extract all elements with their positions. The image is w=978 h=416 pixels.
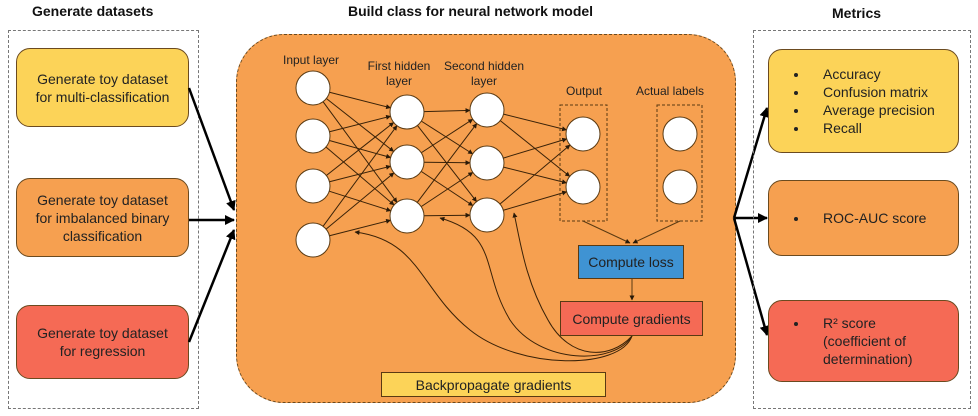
metric-item: ROC-AUC score — [809, 209, 926, 227]
rocauc-metrics-list: ROC-AUC score — [769, 209, 926, 227]
actual-labels-label: Actual labels — [635, 84, 705, 98]
dataset-multiclass-label: Generate toy dataset for multi-classific… — [35, 70, 170, 105]
compute-gradients-label: Compute gradients — [572, 310, 691, 327]
regression-metrics-list: R² score (coefficient of determination) — [769, 314, 933, 368]
regression-metrics-box: R² score (coefficient of determination) — [768, 300, 959, 382]
classification-metrics-list: Accuracy Confusion matrix Average precis… — [769, 65, 935, 137]
rocauc-metrics-box: ROC-AUC score — [768, 180, 959, 256]
output-label: Output — [565, 84, 603, 98]
hidden2-label-line2: layer — [470, 74, 497, 88]
metric-item: Confusion matrix — [809, 83, 935, 101]
classification-metrics-box: Accuracy Confusion matrix Average precis… — [768, 49, 959, 153]
compute-loss-label: Compute loss — [588, 254, 674, 270]
input-layer-label: Input layer — [283, 53, 340, 67]
metrics-section-title: Metrics — [832, 5, 882, 21]
compute-gradients-box: Compute gradients — [560, 301, 703, 336]
metric-item: R² score (coefficient of determination) — [809, 314, 933, 368]
metric-item: Average precision — [809, 101, 935, 119]
hidden1-label-line2: layer — [385, 74, 412, 88]
hidden2-label-line1: Second hidden — [444, 59, 525, 73]
dataset-regression-box: Generate toy dataset for regression — [16, 305, 189, 379]
metrics-group — [753, 30, 971, 409]
metric-item: Recall — [809, 119, 935, 137]
dataset-regression-label: Generate toy dataset for regression — [37, 325, 168, 359]
backpropagate-box: Backpropagate gradients — [381, 372, 606, 397]
dataset-imbalanced-label: Generate toy dataset for imbalanced bina… — [35, 191, 170, 244]
datasets-section-title: Generate datasets — [32, 3, 154, 19]
model-section-title: Build class for neural network model — [348, 3, 594, 19]
compute-loss-box: Compute loss — [578, 245, 684, 279]
hidden1-label-line1: First hidden — [367, 59, 431, 73]
backpropagate-label: Backpropagate gradients — [415, 376, 572, 393]
dataset-multiclass-box: Generate toy dataset for multi-classific… — [16, 48, 189, 127]
metric-item: Accuracy — [809, 65, 935, 83]
dataset-imbalanced-box: Generate toy dataset for imbalanced bina… — [16, 178, 189, 257]
